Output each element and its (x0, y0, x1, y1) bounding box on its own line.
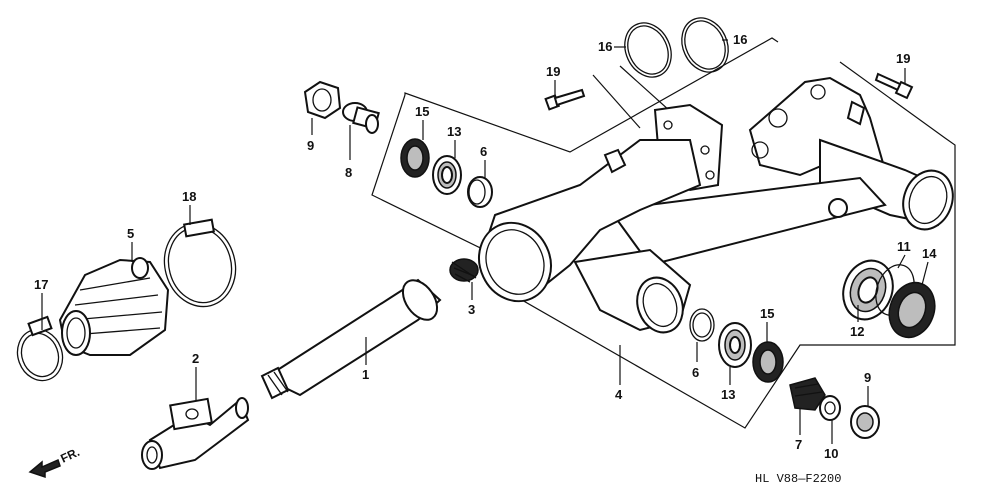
nut-9b (850, 405, 880, 439)
callout-6a: 6 (480, 144, 487, 159)
leader-lines (41, 39, 929, 444)
callout-6b: 6 (692, 365, 699, 380)
nut-9a (303, 80, 342, 120)
bolt-19a (544, 88, 586, 111)
callout-15a: 15 (415, 104, 429, 119)
bolt-19b (874, 72, 914, 100)
callout-4: 4 (615, 387, 623, 402)
callout-14: 14 (922, 246, 937, 261)
callouts: 16 16 19 19 9 8 15 13 6 18 5 17 3 1 2 4 … (34, 32, 937, 461)
assembly-outline (371, 37, 956, 429)
callout-2: 2 (192, 351, 199, 366)
callout-16a: 16 (598, 39, 612, 54)
universal-joint-2 (141, 397, 250, 470)
callout-15b: 15 (760, 306, 774, 321)
band-17 (16, 315, 64, 382)
swingarm-4 (478, 76, 954, 334)
drive-shaft-1 (260, 278, 442, 400)
callout-18: 18 (182, 189, 196, 204)
callout-9a: 9 (307, 138, 314, 153)
collar-6a (467, 176, 493, 208)
collar-6b (689, 308, 715, 342)
callout-7: 7 (795, 437, 802, 452)
o-ring-16a (624, 22, 672, 78)
callout-3: 3 (468, 302, 475, 317)
plug-8 (342, 102, 380, 134)
boot-5 (58, 257, 170, 356)
bearing-13b (718, 322, 752, 368)
front-direction-arrow-icon: FR. (28, 445, 82, 479)
o-ring-16b (681, 17, 729, 73)
callout-9b: 9 (864, 370, 871, 385)
callout-19a: 19 (546, 64, 560, 79)
washer-10 (819, 395, 841, 421)
bearing-13a (432, 155, 462, 195)
callout-1: 1 (362, 367, 369, 382)
band-18 (163, 218, 237, 308)
callout-8: 8 (345, 165, 352, 180)
callout-12: 12 (850, 324, 864, 339)
callout-16b: 16 (733, 32, 747, 47)
callout-11: 11 (897, 239, 911, 254)
callout-10: 10 (824, 446, 838, 461)
oil-seal-14 (888, 281, 936, 339)
oil-seal-15b (752, 341, 784, 383)
callout-13a: 13 (447, 124, 461, 139)
callout-19b: 19 (896, 51, 910, 66)
callout-5: 5 (127, 226, 134, 241)
spring-3 (449, 258, 479, 283)
drawing-code: HL V88—F2200 (755, 472, 841, 486)
front-label: FR. (58, 445, 81, 466)
oil-seal-15a (400, 138, 430, 178)
callout-13b: 13 (721, 387, 735, 402)
callout-17: 17 (34, 277, 48, 292)
